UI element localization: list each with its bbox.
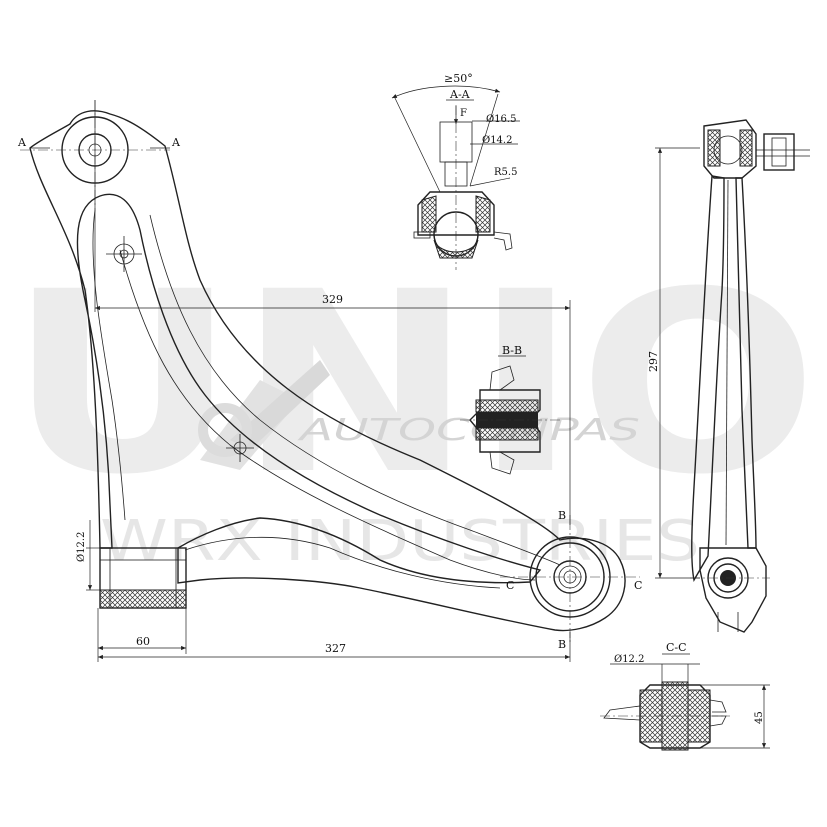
control-arm-side-view: 297 [647, 119, 810, 633]
control-arm-front-view [20, 100, 640, 640]
dim-d12-2-cc-label: Ø12.2 [614, 654, 644, 665]
mounting-hole-lower [226, 434, 254, 462]
dim-45-label: 45 [754, 711, 765, 724]
main-dimensions: 329 327 60 Ø12.2 [76, 100, 571, 662]
section-a-a: A-A ≥50° F Ø16.5 Ø14.2 R5.5 [391, 72, 520, 270]
rear-bushing-eye [500, 520, 640, 640]
watermark-sub-text: WRX INDUSTRIES [100, 509, 700, 574]
arm-inner-recess-lower [149, 214, 561, 566]
arm-inner-recess-upper [92, 209, 126, 521]
dim-60-label: 60 [136, 635, 150, 648]
arm-inner-recess-mid [119, 249, 536, 581]
arm-web-line [184, 536, 501, 589]
section-c-c-title: C-C [666, 641, 687, 654]
section-b-top-label: B [558, 509, 566, 522]
side-ball-joint [703, 119, 810, 179]
section-b-bottom-label: B [558, 638, 566, 651]
side-bushing [690, 547, 770, 633]
section-a-right-label: A [171, 136, 181, 149]
dim-329-label: 329 [322, 293, 343, 306]
dim-d12-2-left-label: Ø12.2 [76, 532, 87, 562]
mounting-hole-upper [106, 236, 142, 272]
section-c-c: C-C Ø12.2 45 [600, 641, 770, 751]
section-a-left-label: A [17, 136, 27, 149]
section-c-left-label: C [506, 579, 514, 592]
dim-r5-5-label: R5.5 [494, 167, 517, 178]
front-bushing [99, 547, 187, 609]
dim-297-label: 297 [647, 351, 660, 372]
watermark: UNIO AUTOCOMPAS WRX INDUSTRIES [8, 238, 818, 574]
dim-angle-label: ≥50° [444, 72, 473, 85]
watermark-big-text: UNIO [8, 238, 818, 529]
watermark-brand-text: AUTOCOMPAS [297, 413, 640, 448]
dim-d14-2-label: Ø14.2 [482, 135, 512, 146]
section-c-right-label: C [634, 579, 642, 592]
watermark-logo-icon [198, 360, 330, 470]
section-b-b: B-B [460, 344, 560, 475]
dim-d16-5-label: Ø16.5 [486, 114, 516, 125]
section-a-a-title: A-A [449, 88, 471, 101]
arm-outline [29, 110, 626, 632]
section-b-b-title: B-B [502, 344, 522, 357]
dim-327-label: 327 [325, 642, 346, 655]
f-label: F [460, 108, 467, 119]
